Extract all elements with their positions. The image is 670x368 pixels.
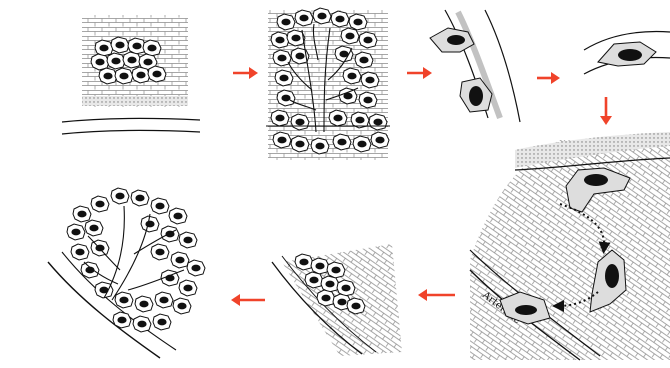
- tumor-cell-mass: [67, 188, 205, 332]
- panel-primary-tumor: [62, 15, 200, 134]
- down-arrow-icon: [600, 116, 612, 125]
- tumor-cell-cluster: [91, 37, 166, 84]
- migrating-tumor-cell: [430, 28, 474, 52]
- tissue-background: [470, 140, 670, 360]
- right-arrow-icon: [423, 67, 432, 79]
- panel-intravasation: [430, 10, 520, 122]
- vessel-wall: [485, 10, 520, 122]
- panel-extravasation: Arteriole: [470, 132, 670, 360]
- panel-secondary-tumor: [48, 188, 205, 358]
- vessel-wall: [62, 118, 200, 122]
- panel-vascularized-tumor: [266, 8, 390, 160]
- right-arrow-icon: [551, 72, 560, 84]
- panel-micrometastasis: [272, 244, 402, 356]
- left-arrow-icon: [418, 289, 427, 301]
- right-arrow-icon: [249, 67, 258, 79]
- panel-circulation: [584, 32, 670, 74]
- vessel-wall: [62, 130, 200, 134]
- basement-membrane: [82, 96, 188, 106]
- left-arrow-icon: [231, 294, 240, 306]
- circulating-tumor-cell: [598, 42, 656, 66]
